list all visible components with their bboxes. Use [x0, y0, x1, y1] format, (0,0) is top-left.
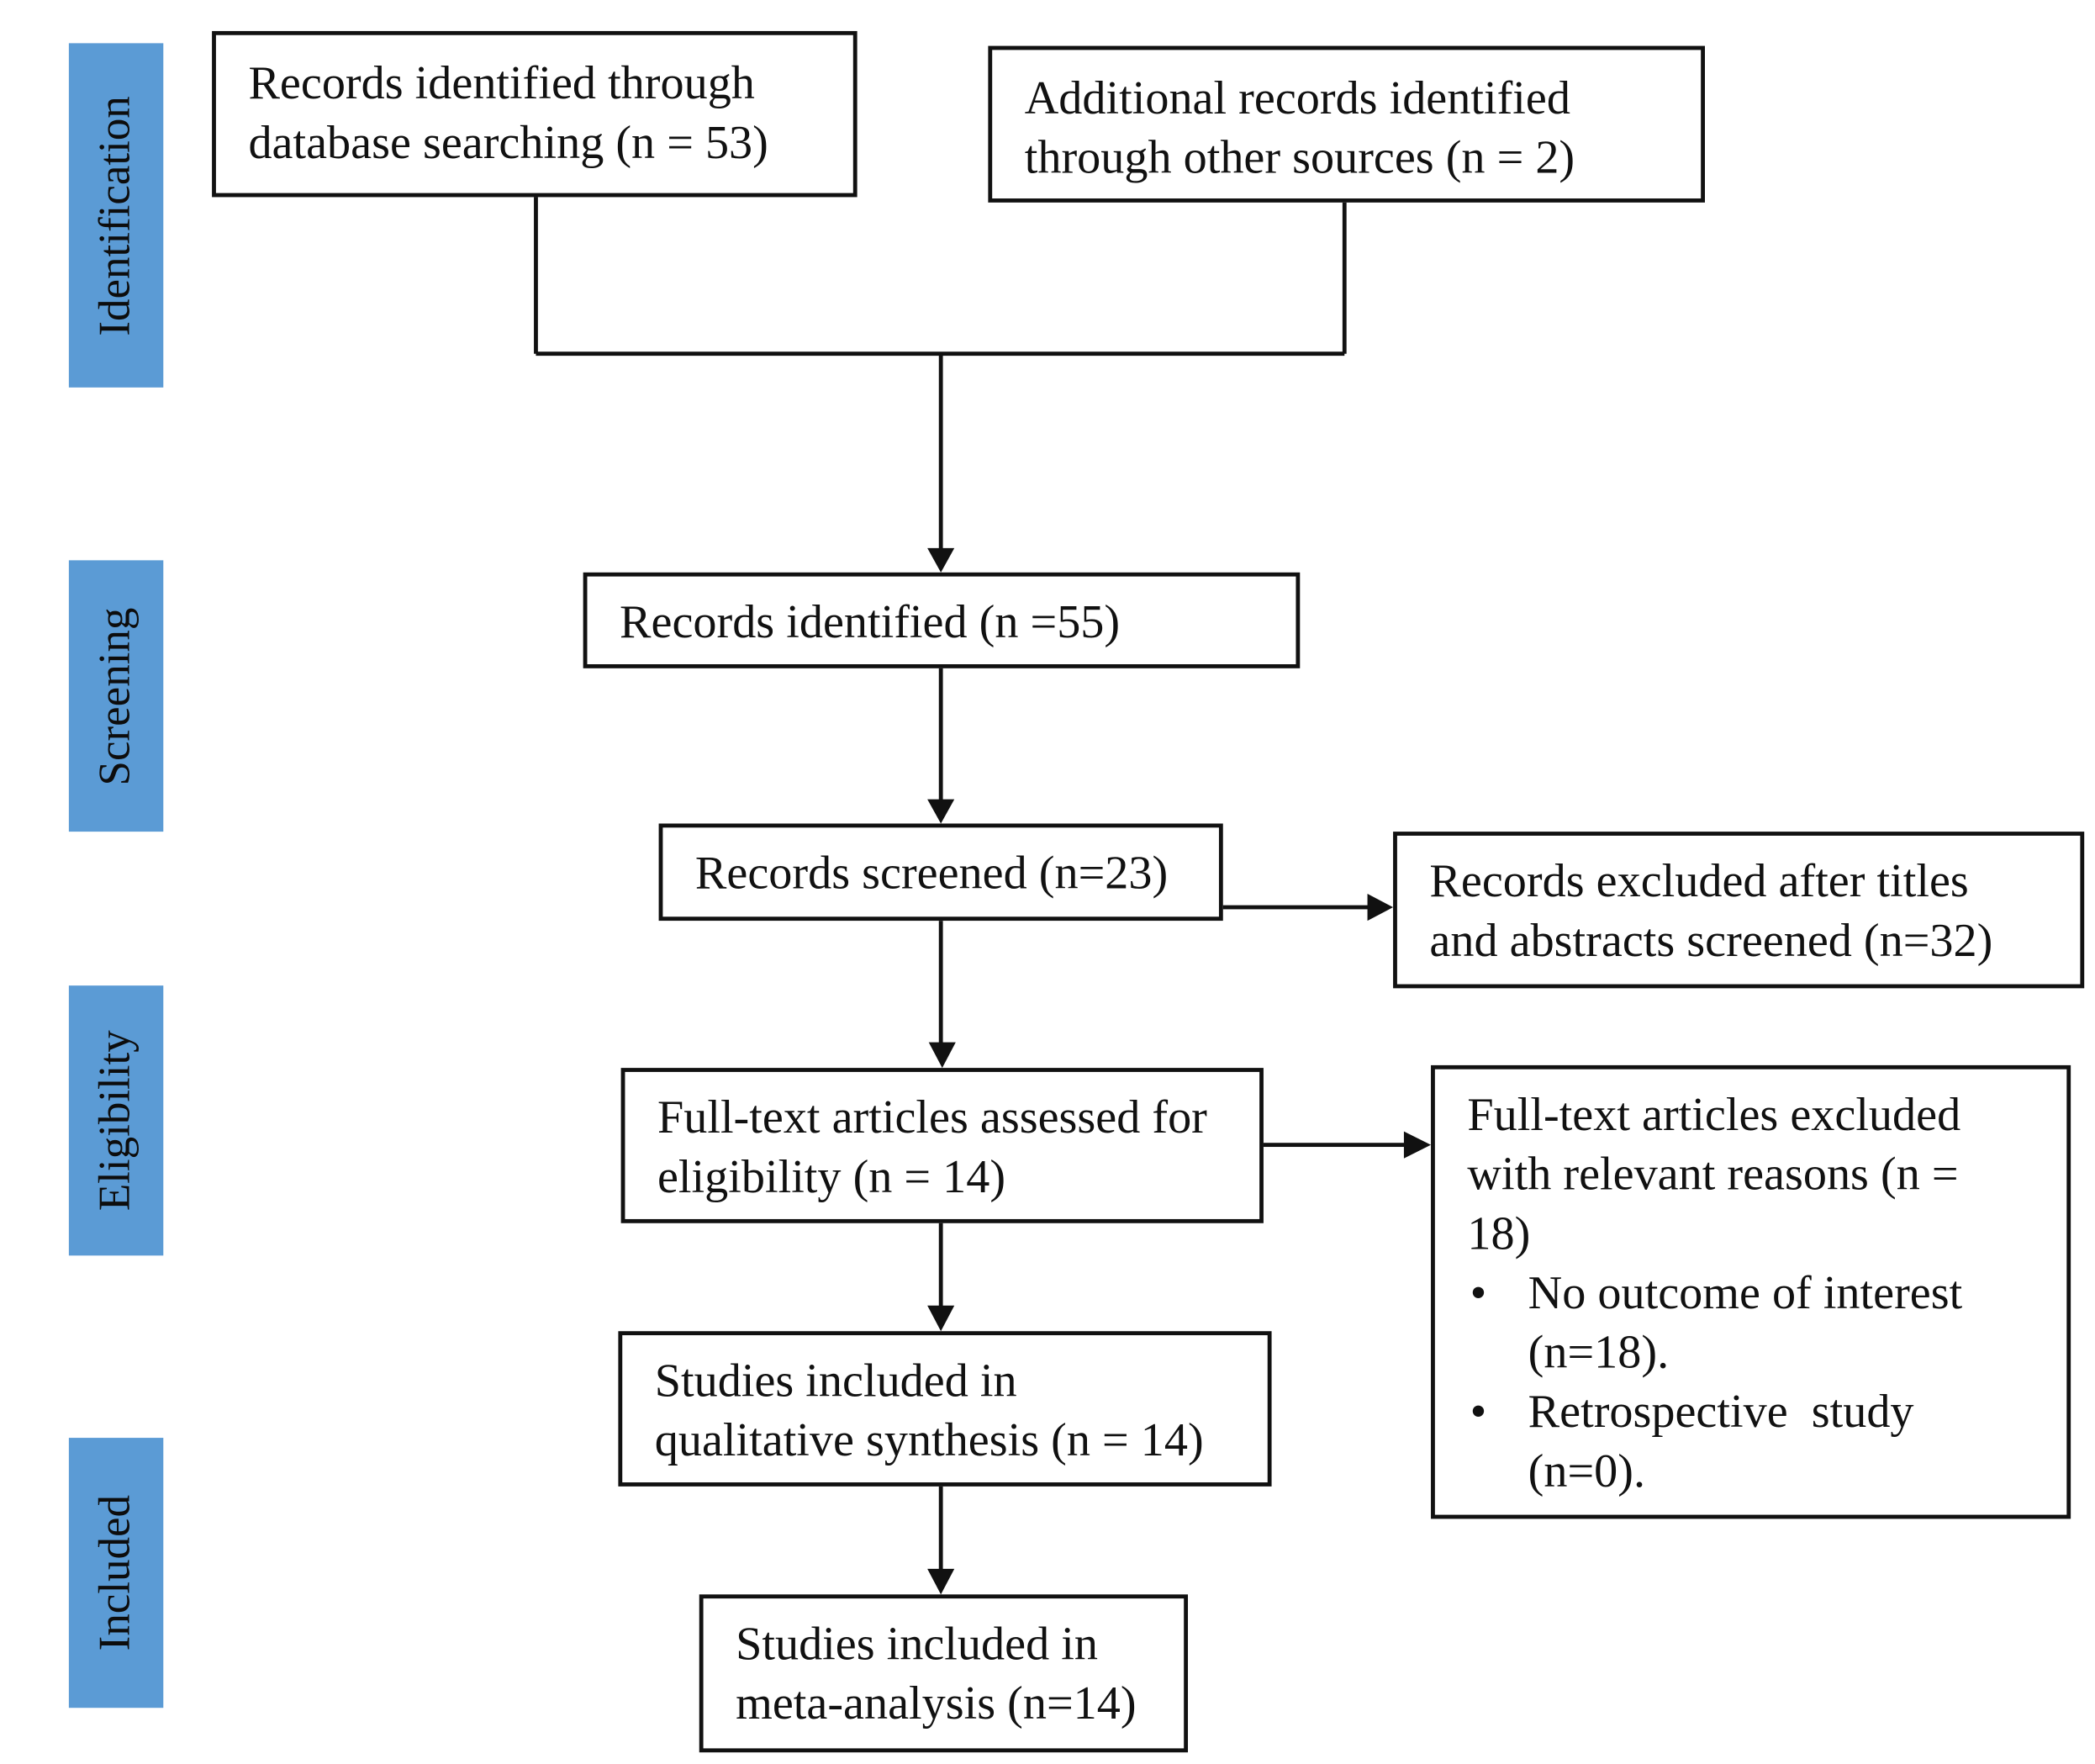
phase-eligibility-label: Eligibility — [91, 1030, 140, 1212]
box-qualitative-synthesis: Studies included in qualitative synthesi… — [618, 1331, 1272, 1487]
box-qualitative-line1: Studies included in — [654, 1354, 1017, 1408]
exclusion-reason-item: • Retrospective study (n=0). — [1467, 1382, 2034, 1501]
arrow-to-qualitative — [938, 1222, 943, 1308]
arrowhead-records-identified — [927, 547, 955, 573]
box-fulltext-excluded: Full-text articles excluded with relevan… — [1431, 1064, 2071, 1519]
phase-identification-label: Identification — [91, 95, 140, 335]
box-fulltext-excluded-line1: Full-text articles excluded — [1467, 1088, 1961, 1141]
arrowhead-records-excluded — [1367, 893, 1394, 922]
box-records-excluded-line1: Records excluded after titles — [1429, 854, 1969, 908]
arrow-to-fulltext-excluded — [1260, 1143, 1407, 1148]
phase-screening-label: Screening — [91, 606, 140, 785]
bullet-icon: • — [1470, 1385, 1487, 1439]
box-records-excluded: Records excluded after titles and abstra… — [1393, 832, 2085, 989]
arrowhead-qualitative — [927, 1305, 955, 1332]
phase-eligibility: Eligibility — [68, 985, 164, 1256]
arrow-to-meta-analysis — [938, 1485, 943, 1572]
box-database-records: Records identified through database sear… — [212, 30, 858, 198]
box-meta-analysis: Studies included in meta-analysis (n=14) — [699, 1594, 1189, 1753]
arrow-to-records-screened — [938, 667, 943, 802]
arrowhead-fulltext-excluded — [1403, 1131, 1432, 1159]
exclusion-reason-label: No outcome of interest — [1528, 1266, 1963, 1319]
arrow-to-records-excluded — [1222, 905, 1370, 910]
exclusion-reason-item: • No outcome of interest (n=18). — [1467, 1264, 2034, 1382]
box-other-sources-line1: Additional records identified — [1024, 71, 1570, 124]
box-other-sources: Additional records identified through ot… — [988, 45, 1705, 203]
arrowhead-meta-analysis — [927, 1568, 955, 1595]
phase-included-label: Included — [91, 1494, 140, 1651]
box-qualitative-line2: qualitative synthesis (n = 14) — [654, 1413, 1204, 1466]
arrowhead-fulltext-assessed — [928, 1042, 956, 1069]
phase-included: Included — [68, 1438, 164, 1709]
exclusion-reasons-list: • No outcome of interest (n=18). • Retro… — [1467, 1264, 2034, 1502]
box-records-excluded-line2: and abstracts screened (n=32) — [1429, 914, 1993, 967]
box-fulltext-excluded-line2: with relevant reasons (n = — [1467, 1147, 1959, 1201]
box-meta-analysis-line2: meta-analysis (n=14) — [736, 1677, 1137, 1730]
box-records-screened: Records screened (n=23) — [658, 823, 1223, 922]
box-records-identified-line1: Records identified (n =55) — [620, 595, 1121, 648]
box-meta-analysis-line1: Studies included in — [736, 1617, 1098, 1671]
bullet-icon: • — [1470, 1266, 1487, 1319]
box-database-records-line1: Records identified through — [248, 56, 755, 110]
phase-identification: Identification — [68, 43, 164, 388]
phase-screening: Screening — [68, 560, 164, 832]
box-records-identified: Records identified (n =55) — [583, 572, 1301, 668]
arrow-to-records-identified — [938, 353, 943, 552]
box-database-records-line2: database searching (n = 53) — [248, 116, 768, 169]
arrowhead-records-screened — [927, 799, 955, 824]
box-fulltext-excluded-line3: 18) — [1467, 1207, 1531, 1260]
box-records-screened-line1: Records screened (n=23) — [694, 846, 1169, 900]
box-fulltext-assessed: Full-text articles assessed for eligibil… — [620, 1068, 1264, 1223]
box-fulltext-assessed-line1: Full-text articles assessed for — [657, 1091, 1207, 1144]
box-other-sources-line2: through other sources (n = 2) — [1024, 130, 1575, 184]
exclusion-reason-count: (n=18). — [1528, 1325, 1670, 1379]
exclusion-reason-count: (n=0). — [1528, 1444, 1646, 1497]
exclusion-reason-label: Retrospective study — [1528, 1385, 1914, 1439]
box-fulltext-assessed-line2: eligibility (n = 14) — [657, 1150, 1006, 1203]
arrow-to-fulltext-assessed — [938, 921, 943, 1045]
